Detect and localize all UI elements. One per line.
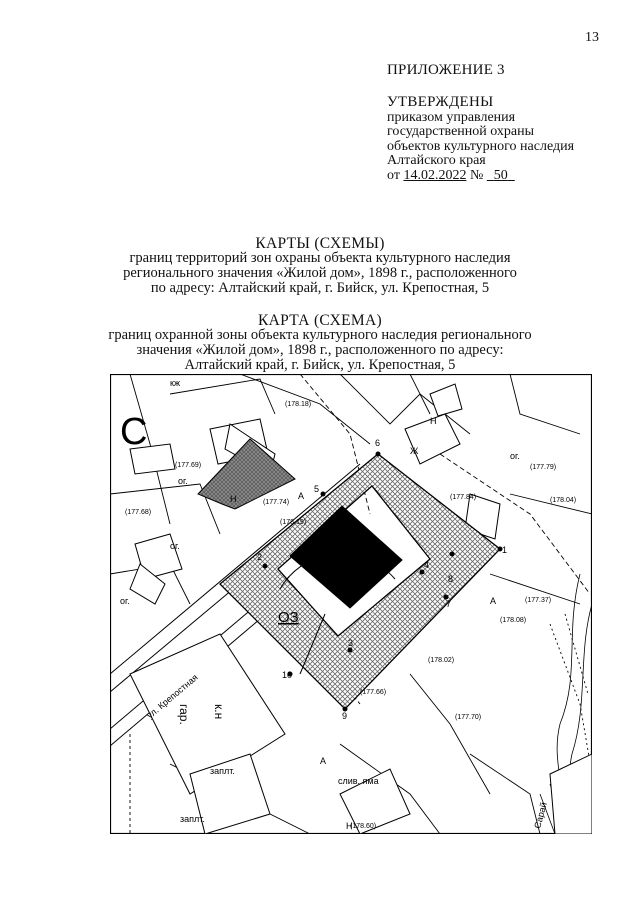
mark-label: А: [298, 491, 304, 501]
mark-label: Н: [346, 821, 353, 831]
elevation-label: (177.66): [360, 689, 386, 696]
title-block-map: КАРТА (СХЕМА) границ охранной зоны объек…: [0, 313, 640, 373]
approval-line: Алтайского края: [387, 153, 486, 168]
elevation-label: (178.19): [280, 519, 306, 526]
approval-line: государственной охраны: [387, 124, 535, 139]
mark-label: ог.: [120, 596, 130, 606]
date-prefix: от: [387, 167, 404, 183]
approval-block: УТВЕРЖДЕНЫ приказом управления государст…: [387, 95, 574, 183]
title-line: границ охранной зоны объекта культурного…: [108, 327, 532, 343]
title-line: границ территорий зон охраны объекта кул…: [129, 250, 511, 266]
mark-label: слив. яма: [338, 776, 379, 786]
elevation-label: (177.70): [455, 714, 481, 721]
survey-points: [262, 451, 503, 712]
mark-label: кж: [170, 378, 180, 388]
title-line: значения «Жилой дом», 1898 г., расположе…: [136, 342, 504, 358]
arc-line: [279, 552, 396, 590]
site-map-svg: 1 2 3 4 5 6 7 8 9 10 гар. к.н Н Н Н Ж ог…: [110, 374, 592, 834]
approval-date: 14.02.2022: [403, 167, 467, 183]
mark-label: Ж: [410, 446, 419, 456]
elevation-label: (178.60): [350, 823, 376, 830]
title-line: Алтайский край, г. Бийск, ул. Крепостная…: [184, 357, 456, 373]
north-letter: С: [120, 411, 147, 453]
heritage-object: [289, 505, 403, 609]
mark-label: А: [490, 596, 496, 606]
mark-label: ог.: [170, 541, 180, 551]
site-map: 1 2 3 4 5 6 7 8 9 10 гар. к.н Н Н Н Ж ог…: [110, 374, 592, 834]
approval-line: приказом управления: [387, 109, 516, 125]
map-frame: [110, 374, 592, 834]
zone-label: ОЗ: [278, 609, 299, 626]
point-label: 5: [314, 484, 319, 494]
point-label: 3: [348, 638, 353, 648]
leader-line: [299, 613, 326, 675]
mark-label: ог.: [178, 476, 188, 486]
title-line: регионального значения «Жилой дом», 1898…: [123, 265, 517, 281]
buildings: [129, 383, 592, 834]
elevation-label: (177.84): [450, 494, 476, 501]
point-label: 4: [424, 560, 429, 570]
approval-number: 50: [493, 167, 508, 183]
mark-label: ог.: [510, 451, 520, 461]
elevation-label: (178.18): [285, 401, 311, 408]
point-label: 1: [502, 545, 507, 555]
elevation-label: (177.79): [530, 464, 556, 471]
point-label: 9: [342, 711, 347, 721]
title-line: по адресу: Алтайский край, г. Бийск, ул.…: [150, 280, 490, 296]
number-prefix: №: [466, 167, 487, 183]
approval-heading: УТВЕРЖДЕНЫ: [387, 94, 494, 110]
point-label: 8: [448, 574, 453, 584]
title-heading: КАРТЫ (СХЕМЫ): [255, 235, 385, 252]
mark-label: гар.: [177, 704, 191, 725]
title-heading: КАРТА (СХЕМА): [258, 312, 382, 329]
elevation-label: (177.69): [175, 462, 201, 469]
appendix-label: ПРИЛОЖЕНИЕ 3: [387, 62, 505, 78]
point-label: 6: [375, 438, 380, 448]
elevation-label: (177.68): [125, 509, 151, 516]
mark-label: заплт.: [210, 766, 235, 776]
point-label: 2: [257, 552, 262, 562]
grey-parcel: [197, 438, 296, 510]
elevation-label: (178.08): [500, 617, 526, 624]
mark-label: к.н: [212, 704, 226, 719]
mark-label: Н: [430, 416, 437, 426]
mark-label: Н: [230, 494, 237, 504]
elevation-label: (177.74): [263, 499, 289, 506]
mark-label: Сарай: [532, 801, 549, 829]
elevation-label: (178.02): [428, 657, 454, 664]
mark-label: А: [320, 756, 326, 766]
page-number: 13: [585, 30, 599, 45]
title-block-maps: КАРТЫ (СХЕМЫ) границ территорий зон охра…: [0, 236, 640, 296]
point-label: 7: [446, 599, 451, 609]
elevation-label: (178.04): [550, 497, 576, 504]
elevation-label: (177.37): [525, 597, 551, 604]
approval-line: объектов культурного наследия: [387, 138, 575, 154]
approval-date-line: от 14.02.2022 № 50: [387, 167, 574, 184]
point-label: 10: [282, 670, 292, 680]
mark-label: заплт.: [180, 814, 205, 824]
